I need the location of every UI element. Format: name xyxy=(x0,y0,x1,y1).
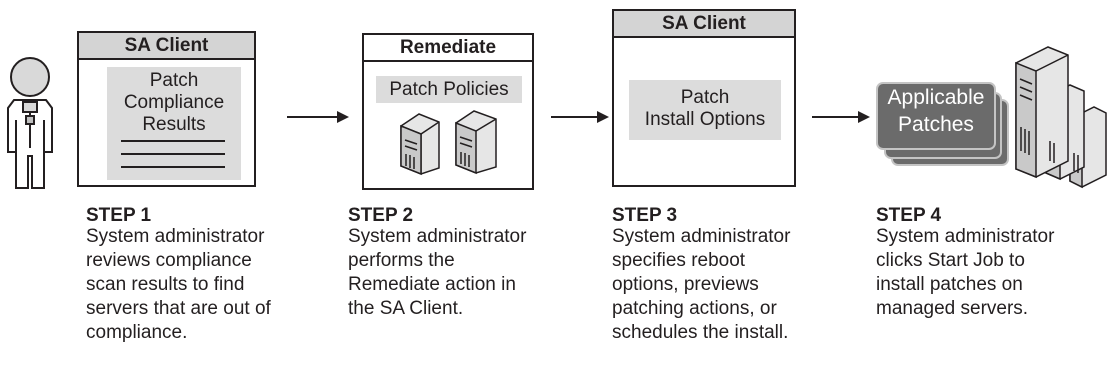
install-options-box xyxy=(629,80,781,140)
step-4-heading: STEP 4 xyxy=(876,205,942,226)
patch-policies-box xyxy=(376,76,522,103)
applicable-patches-label: Applicable Patches xyxy=(887,86,985,136)
arrow-right-icon xyxy=(812,111,870,123)
applicable-patches-card xyxy=(876,82,996,150)
server-tower-icon xyxy=(455,110,497,175)
install-options-label: Patch Install Options xyxy=(644,87,766,130)
step-1-heading: STEP 1 xyxy=(86,205,152,226)
step-4-description: System administrator clicks Start Job to… xyxy=(876,226,1055,319)
step-2-description: System administrator performs the Remedi… xyxy=(348,226,527,319)
arrow-right-icon xyxy=(287,111,349,123)
text-line xyxy=(121,153,225,155)
text-line xyxy=(121,166,225,168)
sa-client-title: SA Client xyxy=(79,33,254,60)
remediate-window: Remediate Patch Policies xyxy=(362,33,534,190)
remediate-title: Remediate xyxy=(364,35,532,62)
server-rack-stack-icon xyxy=(1015,46,1107,189)
sa-client-install-window: SA Client Patch Install Options xyxy=(612,9,796,187)
sa-client-title: SA Client xyxy=(614,11,794,38)
patch-policies-label: Patch Policies xyxy=(389,79,509,100)
administrator-person-icon xyxy=(7,57,53,189)
step-1-description: System administrator reviews compliance … xyxy=(86,226,271,343)
server-tower-icon xyxy=(400,113,440,176)
step-3-heading: STEP 3 xyxy=(612,205,678,226)
step-2-heading: STEP 2 xyxy=(348,205,414,226)
text-line xyxy=(121,140,225,142)
compliance-results-label: Patch Compliance Results xyxy=(123,70,225,135)
compliance-results-box xyxy=(107,67,241,180)
sa-client-compliance-window: SA Client Patch Compliance Results xyxy=(77,31,256,187)
step-3-description: System administrator specifies reboot op… xyxy=(612,226,791,343)
arrow-right-icon xyxy=(551,111,609,123)
